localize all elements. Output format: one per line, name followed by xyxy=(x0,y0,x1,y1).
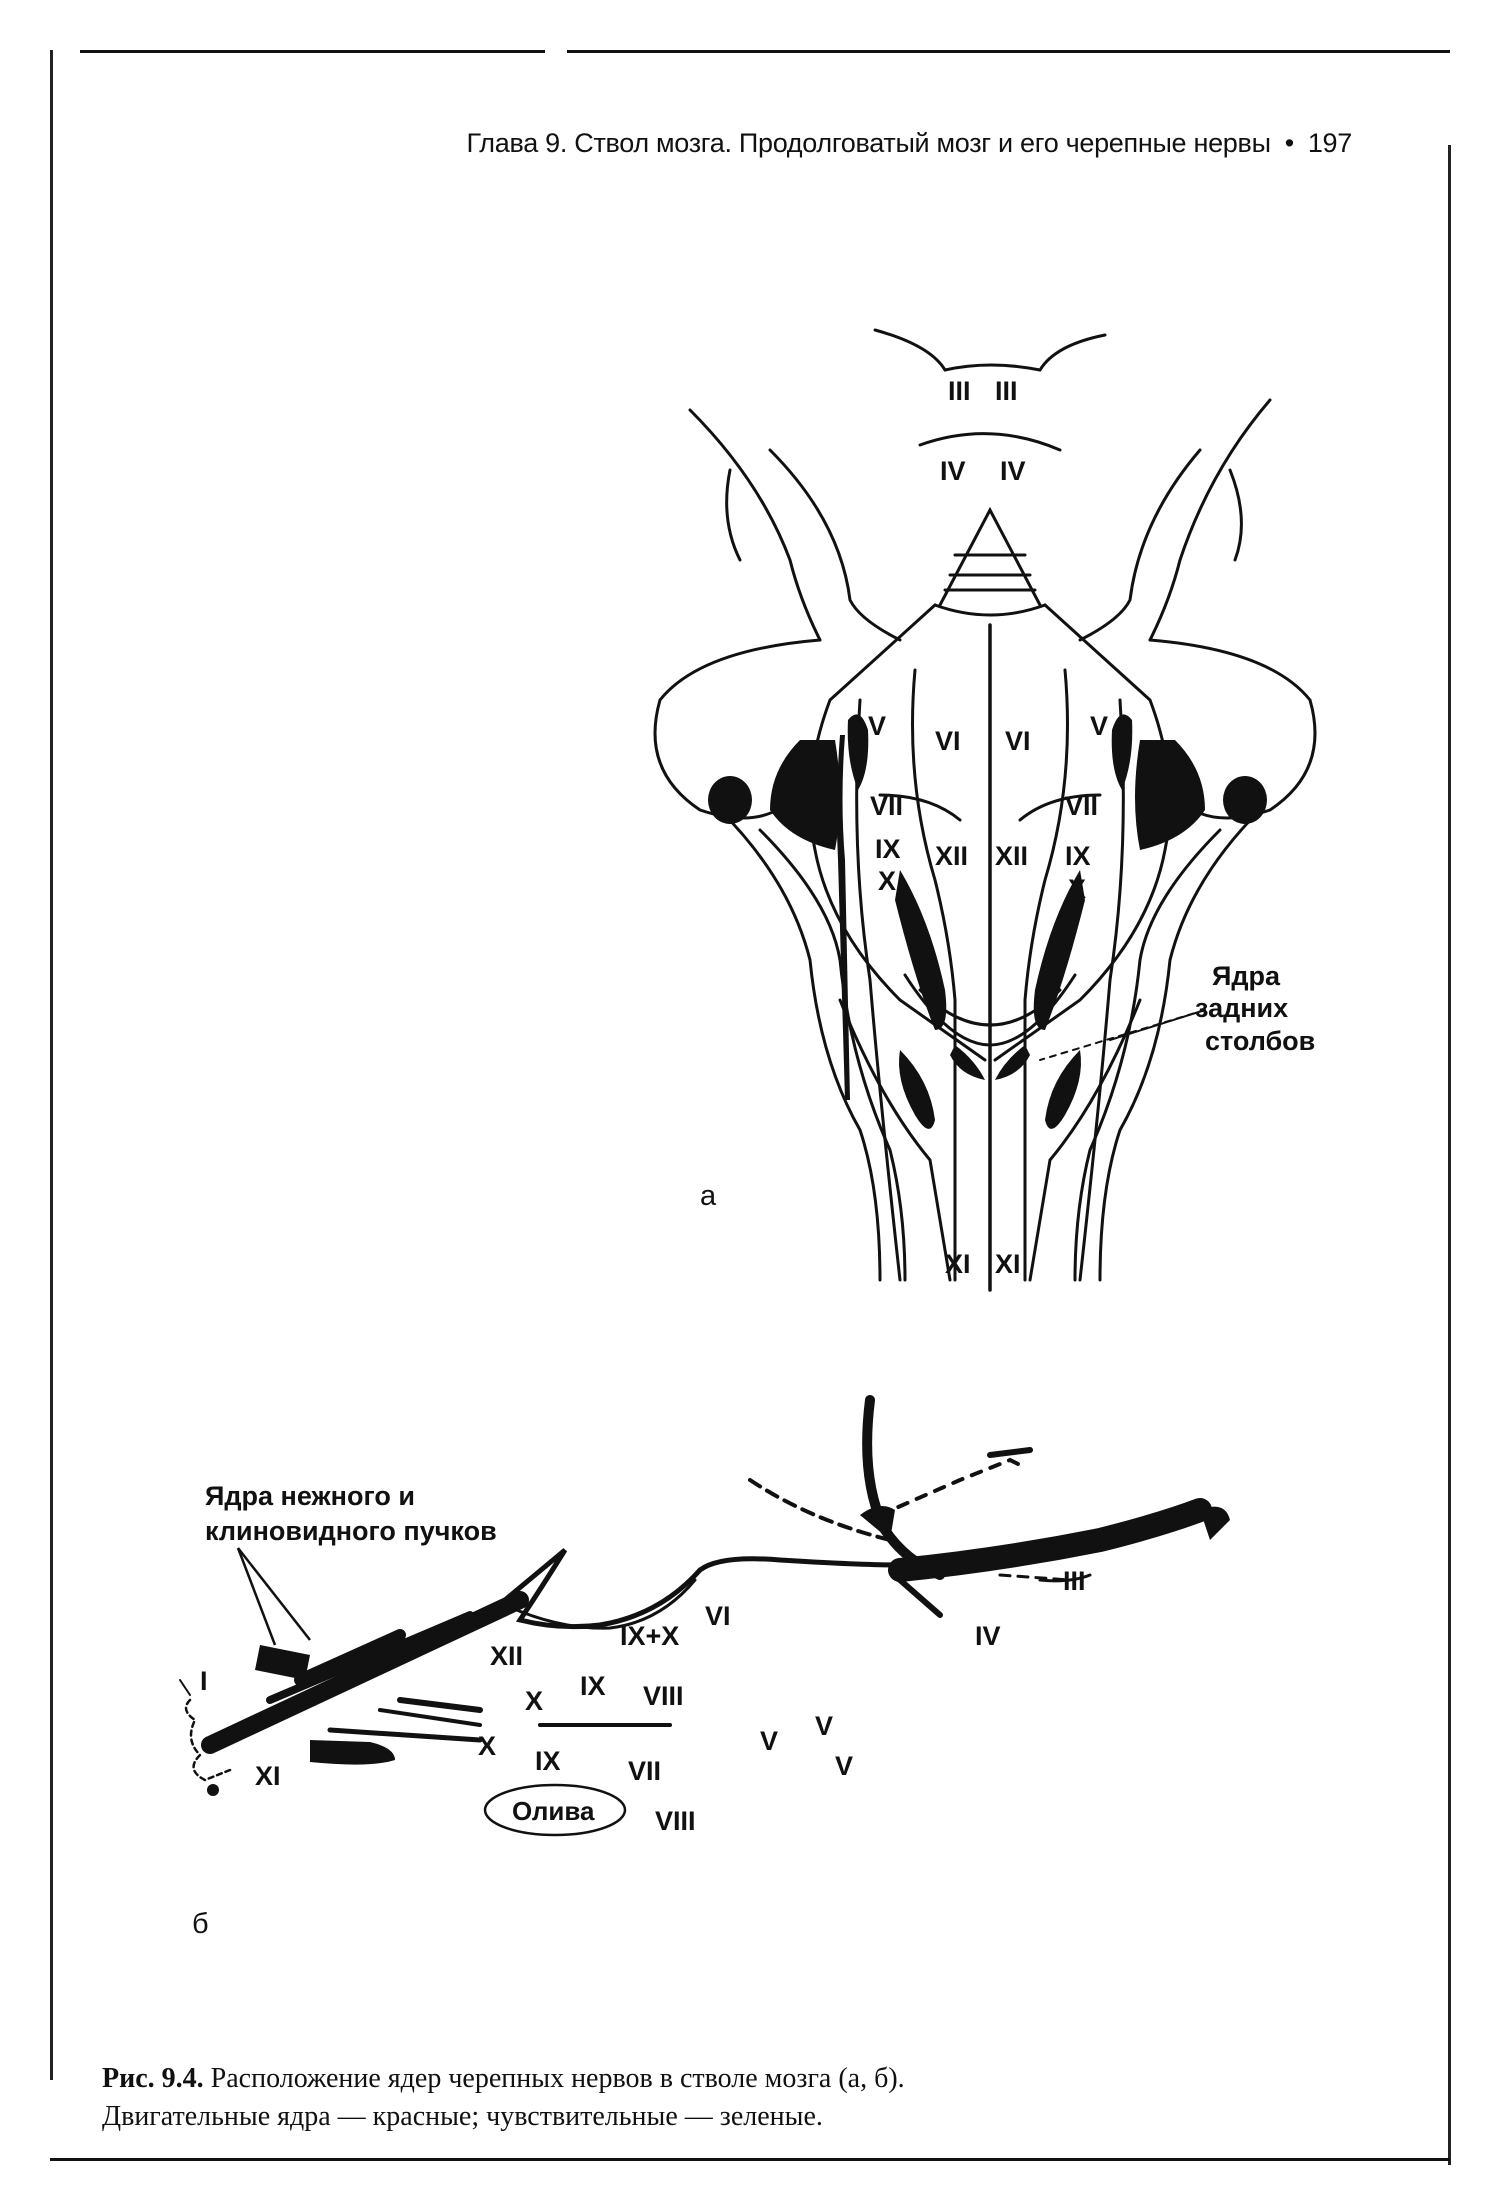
gracile-cuneate-nucleus xyxy=(255,1645,310,1680)
label-b-iv: IV xyxy=(975,1621,1001,1651)
label-xii-right: XII xyxy=(995,841,1028,871)
figure-b-drawing xyxy=(179,1395,1212,1837)
callout-b-line2: клиновидного пучков xyxy=(205,1516,497,1546)
left-dorsal-column-nucleus xyxy=(899,1050,935,1129)
label-b-ix2: IX xyxy=(535,1746,561,1776)
label-b-v3: V xyxy=(835,1751,853,1781)
label-b-xi: XI xyxy=(255,1761,281,1791)
left-ix-x-nucleus xyxy=(895,870,947,1030)
label-b-viii2: VIII xyxy=(655,1806,696,1836)
caption-label: Рис. 9.4. xyxy=(102,2063,204,2094)
label-x-left: X xyxy=(878,866,896,896)
figure-a-drawing xyxy=(653,328,1317,1292)
chapter-title: Глава 9. Ствол мозга. Продолговатый мозг… xyxy=(466,128,1271,158)
page-number: 197 xyxy=(1307,128,1352,158)
figure-b-labels: I XI XII X X IX IX IX+X VI VIII VII VIII… xyxy=(200,1566,1086,1836)
label-b-x2: X xyxy=(478,1731,496,1761)
label-b-v2: V xyxy=(815,1711,833,1741)
left-lateral-nucleus xyxy=(708,776,752,824)
callout-b-line1: Ядра нежного и xyxy=(205,1481,415,1511)
label-xi-left: XI xyxy=(945,1249,971,1279)
right-ix-x-nucleus xyxy=(1033,870,1085,1030)
figure-a-nuclei xyxy=(708,714,1267,1129)
left-vertical-tract xyxy=(836,735,850,1100)
label-b-ix-x: IX+X xyxy=(620,1621,679,1651)
right-gracile-nucleus xyxy=(995,1045,1030,1080)
pons-band-end xyxy=(1200,1506,1230,1540)
left-gracile-nucleus xyxy=(950,1045,985,1080)
label-b-i: I xyxy=(200,1666,208,1696)
label-vi-left: VI xyxy=(935,726,961,756)
label-iii-left: III xyxy=(948,376,971,406)
label-x-right: X xyxy=(1068,874,1086,904)
label-vii-left: VII xyxy=(870,791,903,821)
caption-line1: Рис. 9.4. Расположение ядер черепных нер… xyxy=(102,2060,1402,2098)
top-rule-gap xyxy=(545,48,567,55)
caption-text1: Расположение ядер черепных нервов в ство… xyxy=(210,2063,905,2094)
figure-caption: Рис. 9.4. Расположение ядер черепных нер… xyxy=(102,2060,1402,2136)
label-b-x1: X xyxy=(525,1686,543,1716)
figure-b-leaders xyxy=(236,1547,311,1646)
label-iv-right: IV xyxy=(1000,456,1026,486)
figure-a-labels: III III IV IV V V VI VI VII VII IX X XII… xyxy=(868,376,1108,1279)
label-vi-right: VI xyxy=(1005,726,1031,756)
label-b-iii: III xyxy=(1063,1566,1086,1596)
label-v-left: V xyxy=(868,711,886,741)
callout-a-line1: Ядра xyxy=(1212,961,1281,991)
panel-label-b: б xyxy=(192,1908,209,1940)
label-iii-right: III xyxy=(995,376,1018,406)
label-v-right: V xyxy=(1090,711,1108,741)
callout-a-line3: столбов xyxy=(1205,1026,1315,1056)
label-b-ix1: IX xyxy=(580,1671,606,1701)
top-rule xyxy=(80,50,1450,53)
panel-label-a: а xyxy=(700,1180,717,1212)
label-b-viii1: VIII xyxy=(643,1681,684,1711)
label-iv-left: IV xyxy=(940,456,966,486)
nucleus-xi xyxy=(310,1740,395,1765)
left-rule xyxy=(50,50,53,2080)
header-bullet: • xyxy=(1284,128,1294,158)
bottom-rule xyxy=(50,2158,1450,2161)
right-lateral-nucleus xyxy=(1223,776,1267,824)
label-b-xii: XII xyxy=(490,1641,523,1671)
label-b-olive: Олива xyxy=(512,1796,595,1826)
right-rule xyxy=(1448,145,1451,2165)
right-dorsal-column-nucleus xyxy=(1045,1050,1081,1129)
label-xii-left: XII xyxy=(935,841,968,871)
cord-dot xyxy=(207,1784,219,1796)
callout-a-line2: задних xyxy=(1195,993,1288,1023)
left-v-small-nucleus xyxy=(847,714,869,790)
running-header: Глава 9. Ствол мозга. Продолговатый мозг… xyxy=(0,128,1353,159)
caption-text2: Двигательные ядра — красные; чувствитель… xyxy=(102,2101,823,2132)
left-trigeminal-nucleus xyxy=(770,740,840,850)
label-xi-right: XI xyxy=(995,1249,1021,1279)
figure-a-callout: Ядра задних столбов xyxy=(1195,961,1315,1056)
label-ix-right: IX xyxy=(1065,841,1091,871)
label-b-vii: VII xyxy=(628,1756,661,1786)
label-ix-left: IX xyxy=(875,834,901,864)
label-vii-right: VII xyxy=(1065,791,1098,821)
figure-b-nuclei xyxy=(207,1506,1230,1796)
right-v-small-nucleus xyxy=(1111,714,1133,790)
figure-b-callout: Ядра нежного и клиновидного пучков xyxy=(205,1481,497,1546)
label-b-v1: V xyxy=(760,1726,778,1756)
nucleus-iii-small xyxy=(860,1506,895,1540)
right-trigeminal-nucleus xyxy=(1135,740,1205,850)
label-b-vi: VI xyxy=(705,1601,731,1631)
